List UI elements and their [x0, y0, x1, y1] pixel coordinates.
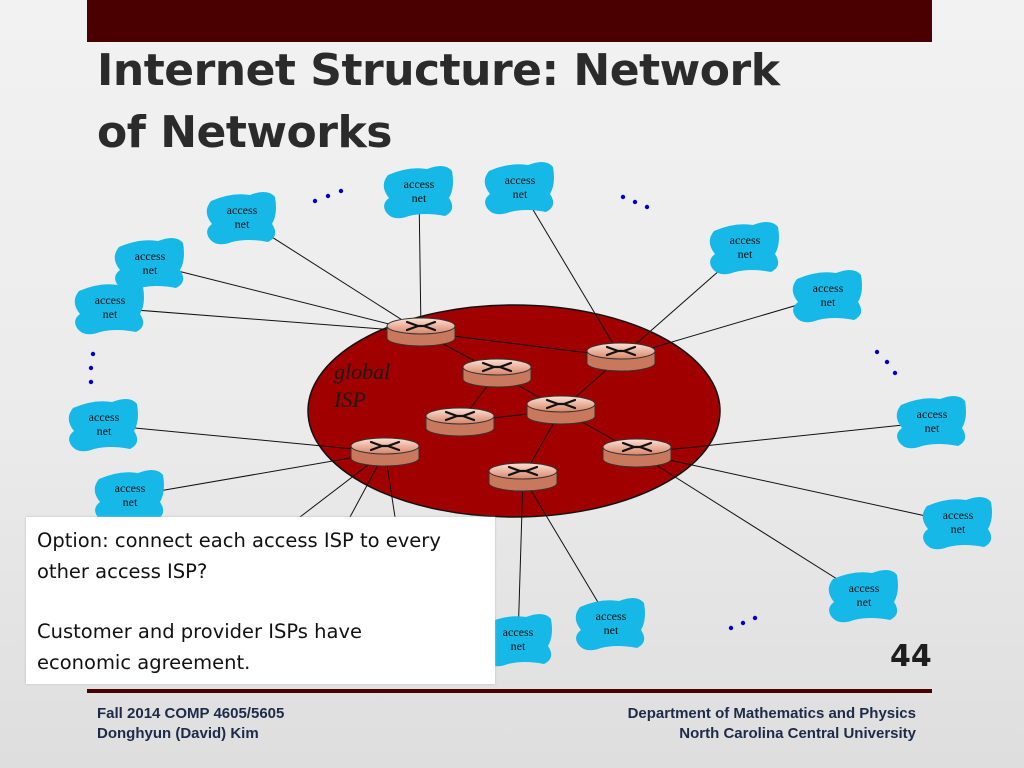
callout-line-2: other access ISP? [37, 559, 208, 583]
access-link-bottom-1 [522, 476, 612, 625]
access-link-upper-left-3 [109, 307, 422, 333]
footer-left: Fall 2014 COMP 4605/5605 Donghyun (David… [97, 704, 284, 744]
access-net-label-line1: access [89, 410, 120, 424]
access-net-label-line1: access [849, 581, 880, 595]
access-net-label-line2: net [97, 424, 112, 438]
footer-right: Department of Mathematics and Physics No… [628, 704, 916, 744]
callout-line-3: Customer and provider ISPs have [37, 620, 362, 643]
access-link-right-1 [636, 421, 933, 454]
access-net-label-line2: net [604, 623, 619, 637]
access-net-label-line2: net [857, 595, 872, 609]
access-link-top-1 [418, 191, 422, 333]
global-isp-label-line1: global [334, 359, 390, 384]
access-link-right-3 [636, 452, 865, 597]
router-icon [462, 358, 532, 388]
slide-number: 44 [890, 639, 932, 674]
callout-line-1: Option: connect each access ISP to every [37, 529, 441, 552]
top-accent-bar [87, 0, 932, 42]
ellipsis-left [88, 351, 96, 385]
access-net-label-line1: access [95, 293, 126, 307]
router-icon [386, 317, 456, 347]
access-net-label-line2: net [513, 187, 528, 201]
ellipses [88, 188, 898, 631]
access-net-label-line1: access [227, 203, 258, 217]
access-link-upper-right-2 [620, 295, 829, 358]
access-net-label-line1: access [404, 177, 435, 191]
ellipsis-top-right [620, 194, 650, 210]
routers [350, 317, 672, 492]
access-net-label-line1: access [503, 625, 534, 639]
callout-box: Option: connect each access ISP to every… [26, 517, 495, 684]
router-icon [526, 395, 596, 425]
access-net-label-line2: net [925, 421, 940, 435]
access-net-label-line1: access [135, 249, 166, 263]
access-link-left-1 [103, 424, 386, 453]
access-link-upper-left-2 [149, 263, 422, 333]
bottom-accent-rule [87, 689, 932, 693]
access-net-label-line1: access [505, 173, 536, 187]
global-isp-label-line2: ISP [333, 387, 366, 412]
access-link-top-2 [519, 187, 622, 358]
access-nets: accessnetaccessnetaccessnetaccessnetacce… [68, 161, 992, 667]
footer-department: Department of Mathematics and Physics [627, 705, 916, 722]
access-net-label-line2: net [511, 639, 526, 653]
access-net-label-line1: access [917, 407, 948, 421]
access-net-label-line1: access [943, 508, 974, 522]
access-link-left-2 [129, 451, 386, 497]
callout-gap [37, 587, 495, 617]
access-net-label-line2: net [951, 522, 966, 536]
footer-university: North Carolina Central University [679, 725, 916, 742]
ellipsis-top-left [312, 188, 344, 204]
access-net-label-line2: net [235, 217, 250, 231]
access-net-label-line1: access [813, 281, 844, 295]
access-net-label-line2: net [143, 263, 158, 277]
access-net-label-line1: access [115, 481, 146, 495]
router-icon [350, 437, 420, 467]
access-link-right-2 [636, 452, 959, 524]
ellipsis-bottom-right [728, 615, 758, 631]
slide-title: Internet Structure: Network of Networks [97, 40, 857, 164]
access-net-label-line1: access [730, 233, 761, 247]
ellipsis-right [874, 349, 898, 376]
router-icon [602, 438, 672, 468]
title-line-2: of Networks [97, 107, 392, 158]
footer-course: Fall 2014 COMP 4605/5605 [97, 705, 285, 722]
callout-line-4: economic agreement. [37, 650, 251, 674]
router-icon [488, 462, 558, 492]
access-net-label-line2: net [821, 295, 836, 309]
router-icon [425, 407, 495, 437]
router-icon [586, 342, 656, 372]
access-net-label-line2: net [103, 307, 118, 321]
access-link-bottom-2 [517, 476, 524, 641]
title-line-1: Internet Structure: Network [97, 45, 780, 96]
access-net-label-line1: access [596, 609, 627, 623]
access-net-label-line2: net [412, 191, 427, 205]
footer-author: Donghyun (David) Kim [97, 725, 259, 742]
access-net-label-line2: net [123, 495, 138, 509]
access-net-label-line2: net [738, 247, 753, 261]
